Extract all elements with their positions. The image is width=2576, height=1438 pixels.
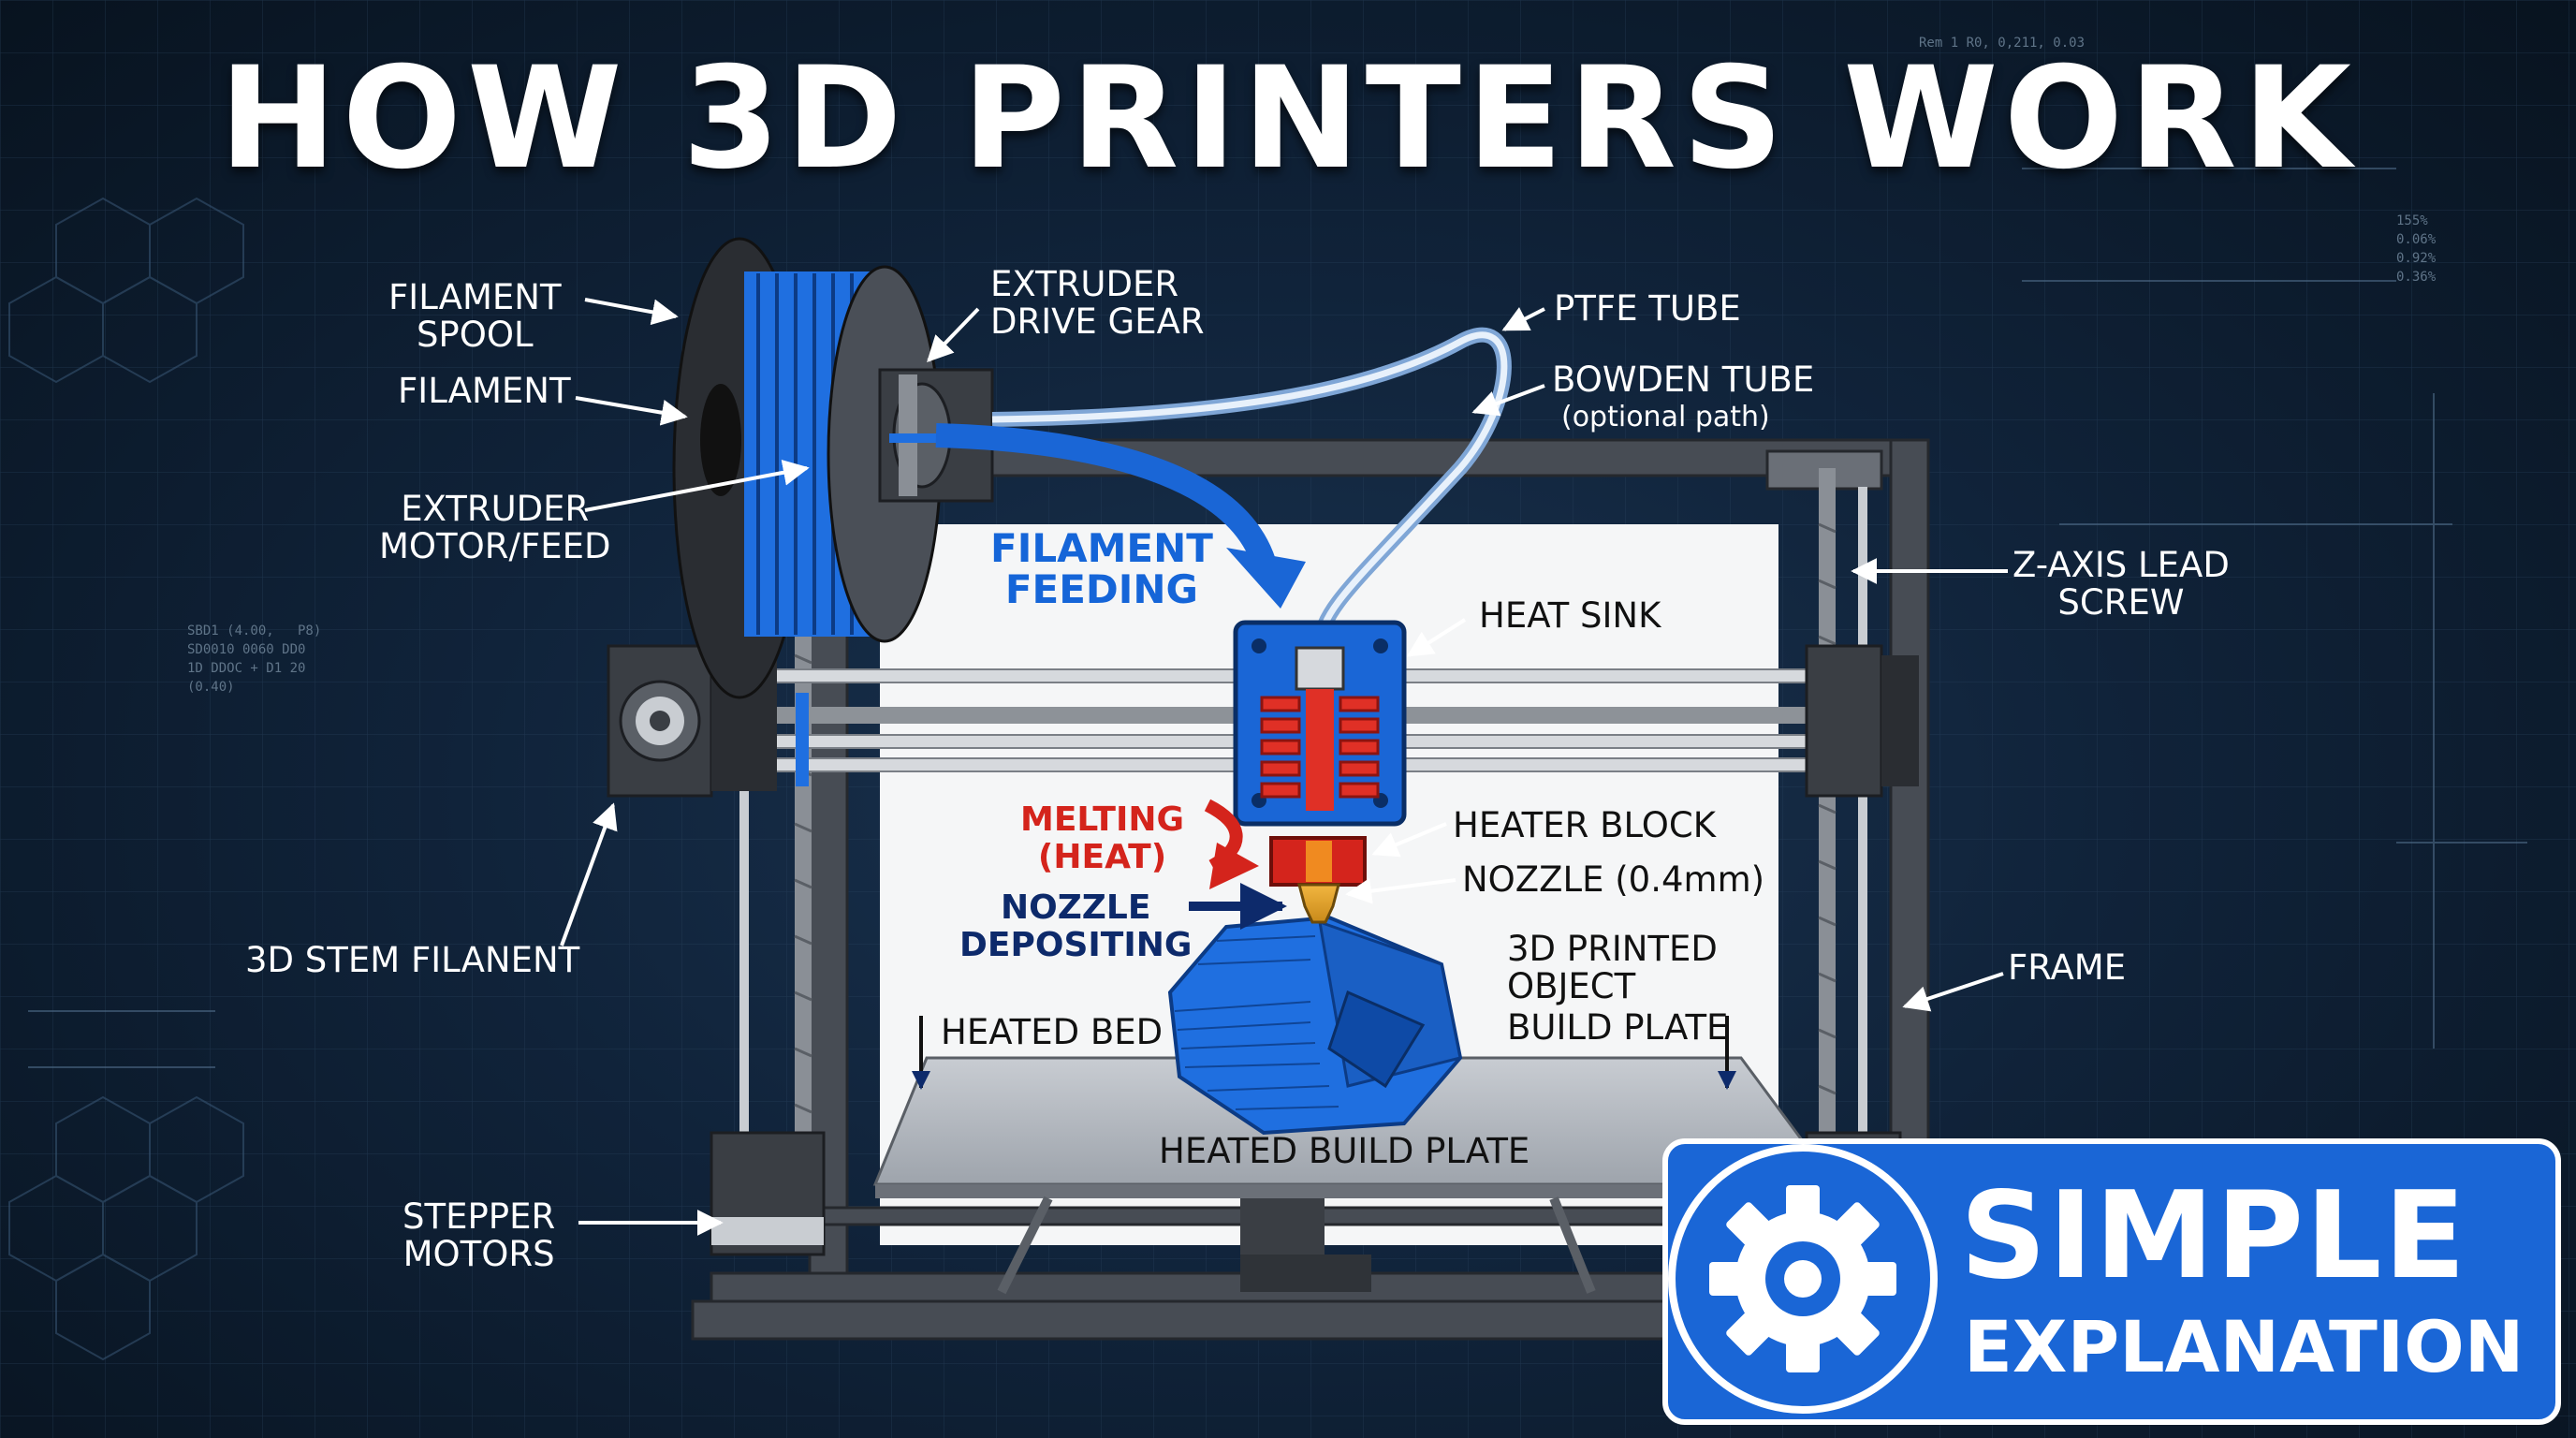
filament-spool-text: FILAMENT SPOOL [388,277,562,355]
badge-title: SIMPLE [1960,1167,2467,1306]
label-nozzle: NOZZLE (0.4mm) [1462,859,1765,900]
label-melting: MELTING (HEAT) [1020,801,1184,876]
filament-feeding-text: FILAMENT FEEDING [990,525,1213,612]
label-filament-feeding: FILAMENT FEEDING [990,528,1213,610]
extruder-motor-text: EXTRUDER MOTOR/FEED [379,489,611,566]
label-heated-bed: HEATED BED [941,1012,1164,1052]
label-3d-printed-object: 3D PRINTED OBJECT [1507,931,1718,1005]
label-bowden-note: (optional path) [1561,401,1770,433]
label-extruder-motor: EXTRUDER MOTOR/FEED [379,491,610,565]
printed-object-text: 3D PRINTED OBJECT [1507,929,1718,1006]
label-stepper-motors: STEPPER MOTORS [402,1198,555,1273]
label-3d-stem-filanent: 3D STEM FILANENT [245,940,580,980]
z-axis-text: Z-AXIS LEAD SCREW [2012,545,2230,623]
hotend-heat-sink [1233,620,1407,827]
label-frame: FRAME [2008,947,2127,988]
3d-printed-object [1167,915,1463,1136]
filament-spool [672,237,943,699]
gear-icon [1668,1144,1938,1414]
decorative-spec-text-right: 155% 0.06% 0.92% 0.36% [2396,213,2437,285]
label-heat-sink: HEAT SINK [1479,595,1661,636]
label-filament-spool: FILAMENT SPOOL [388,279,562,354]
nozzle [1297,883,1340,924]
label-extruder-drive-gear: EXTRUDER DRIVE GEAR [990,266,1205,341]
label-heated-build-plate: HEATED BUILD PLATE [1159,1131,1530,1171]
badge-subtitle: EXPLANATION [1964,1305,2525,1388]
simple-explanation-badge: SIMPLE EXPLANATION [1662,1138,2561,1425]
label-filament: FILAMENT [398,371,571,411]
label-ptfe-tube: PTFE TUBE [1554,288,1741,329]
stepper-motors-text: STEPPER MOTORS [402,1196,556,1274]
label-heater-block: HEATER BLOCK [1453,805,1716,845]
label-bowden-tube: BOWDEN TUBE [1552,360,1815,400]
extruder-drive-gear-text: EXTRUDER DRIVE GEAR [990,264,1205,342]
page-title: HOW 3D PRINTERS WORK [219,37,2357,200]
callout-arrows [560,298,2008,1236]
nozzle-depositing-text: NOZZLE DEPOSITING [959,888,1193,964]
label-z-axis-lead-screw: Z-AXIS LEAD SCREW [2012,547,2230,622]
heater-block [1269,836,1367,887]
melting-text: MELTING (HEAT) [1020,800,1185,876]
label-nozzle-depositing: NOZZLE DEPOSITING [959,889,1192,964]
x-axis-right-end [1805,644,1919,798]
decorative-spec-text-top-right: Rem 1 R0, 0,211, 0.03 [1919,36,2086,51]
label-build-plate: BUILD PLATE [1507,1007,1729,1048]
decorative-spec-text-left: SBD1 (4.00, P8) SD0010 0060 DD0 1D DDOC … [187,624,322,695]
filament-feeding-arrow [935,423,1276,566]
